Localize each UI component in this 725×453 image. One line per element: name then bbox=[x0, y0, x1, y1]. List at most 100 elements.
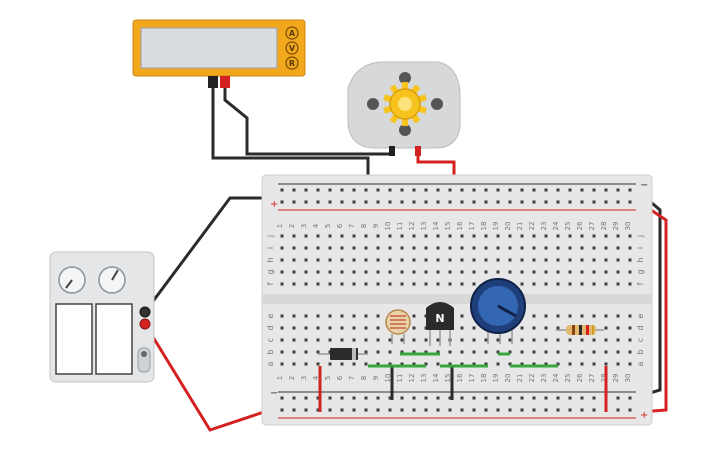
terminal-hole[interactable] bbox=[520, 258, 524, 262]
terminal-hole[interactable] bbox=[532, 246, 536, 250]
terminal-hole[interactable] bbox=[304, 314, 308, 318]
terminal-hole[interactable] bbox=[508, 362, 512, 366]
diode[interactable] bbox=[318, 348, 368, 360]
terminal-hole[interactable] bbox=[340, 234, 344, 238]
rail-hole[interactable] bbox=[376, 396, 380, 400]
terminal-hole[interactable] bbox=[448, 362, 452, 366]
terminal-hole[interactable] bbox=[292, 350, 296, 354]
power-supply[interactable] bbox=[49, 251, 155, 383]
terminal-hole[interactable] bbox=[580, 350, 584, 354]
terminal-hole[interactable] bbox=[604, 338, 608, 342]
terminal-hole[interactable] bbox=[448, 282, 452, 286]
terminal-hole[interactable] bbox=[616, 350, 620, 354]
terminal-hole[interactable] bbox=[388, 258, 392, 262]
terminal-hole[interactable] bbox=[556, 362, 560, 366]
terminal-hole[interactable] bbox=[532, 270, 536, 274]
terminal-hole[interactable] bbox=[436, 270, 440, 274]
terminal-hole[interactable] bbox=[580, 314, 584, 318]
terminal-hole[interactable] bbox=[412, 362, 416, 366]
terminal-hole[interactable] bbox=[412, 258, 416, 262]
terminal-hole[interactable] bbox=[604, 234, 608, 238]
terminal-hole[interactable] bbox=[592, 314, 596, 318]
terminal-hole[interactable] bbox=[556, 314, 560, 318]
terminal-hole[interactable] bbox=[280, 314, 284, 318]
rail-hole[interactable] bbox=[304, 408, 308, 412]
rail-hole[interactable] bbox=[424, 188, 428, 192]
terminal-hole[interactable] bbox=[556, 326, 560, 330]
terminal-hole[interactable] bbox=[568, 282, 572, 286]
terminal-hole[interactable] bbox=[592, 282, 596, 286]
terminal-hole[interactable] bbox=[460, 282, 464, 286]
terminal-hole[interactable] bbox=[472, 350, 476, 354]
terminal-hole[interactable] bbox=[340, 314, 344, 318]
terminal-hole[interactable] bbox=[352, 326, 356, 330]
rail-hole[interactable] bbox=[412, 200, 416, 204]
terminal-hole[interactable] bbox=[604, 270, 608, 274]
terminal-hole[interactable] bbox=[628, 234, 632, 238]
terminal-hole[interactable] bbox=[472, 234, 476, 238]
terminal-hole[interactable] bbox=[568, 350, 572, 354]
terminal-hole[interactable] bbox=[436, 246, 440, 250]
rail-hole[interactable] bbox=[556, 200, 560, 204]
rail-hole[interactable] bbox=[580, 396, 584, 400]
terminal-hole[interactable] bbox=[412, 282, 416, 286]
rail-hole[interactable] bbox=[304, 188, 308, 192]
terminal-hole[interactable] bbox=[568, 362, 572, 366]
rail-hole[interactable] bbox=[304, 396, 308, 400]
rail-hole[interactable] bbox=[328, 188, 332, 192]
rail-hole[interactable] bbox=[364, 200, 368, 204]
terminal-hole[interactable] bbox=[280, 270, 284, 274]
terminal-hole[interactable] bbox=[376, 246, 380, 250]
rail-hole[interactable] bbox=[412, 188, 416, 192]
terminal-hole[interactable] bbox=[448, 350, 452, 354]
terminal-hole[interactable] bbox=[628, 258, 632, 262]
terminal-hole[interactable] bbox=[400, 246, 404, 250]
terminal-hole[interactable] bbox=[316, 246, 320, 250]
terminal-hole[interactable] bbox=[388, 350, 392, 354]
terminal-hole[interactable] bbox=[436, 282, 440, 286]
terminal-hole[interactable] bbox=[412, 270, 416, 274]
rail-hole[interactable] bbox=[340, 396, 344, 400]
terminal-hole[interactable] bbox=[328, 314, 332, 318]
terminal-hole[interactable] bbox=[328, 246, 332, 250]
terminal-hole[interactable] bbox=[508, 338, 512, 342]
rail-hole[interactable] bbox=[496, 408, 500, 412]
terminal-hole[interactable] bbox=[520, 234, 524, 238]
terminal-hole[interactable] bbox=[316, 350, 320, 354]
terminal-hole[interactable] bbox=[580, 246, 584, 250]
terminal-hole[interactable] bbox=[484, 258, 488, 262]
terminal-hole[interactable] bbox=[436, 234, 440, 238]
rail-hole[interactable] bbox=[532, 188, 536, 192]
terminal-hole[interactable] bbox=[484, 350, 488, 354]
rail-hole[interactable] bbox=[436, 188, 440, 192]
terminal-hole[interactable] bbox=[376, 234, 380, 238]
terminal-hole[interactable] bbox=[352, 338, 356, 342]
rail-hole[interactable] bbox=[472, 396, 476, 400]
terminal-hole[interactable] bbox=[508, 234, 512, 238]
rail-hole[interactable] bbox=[544, 188, 548, 192]
rail-hole[interactable] bbox=[460, 396, 464, 400]
terminal-hole[interactable] bbox=[424, 362, 428, 366]
rail-hole[interactable] bbox=[520, 188, 524, 192]
terminal-hole[interactable] bbox=[424, 350, 428, 354]
rail-hole[interactable] bbox=[508, 408, 512, 412]
terminal-hole[interactable] bbox=[400, 258, 404, 262]
terminal-hole[interactable] bbox=[412, 246, 416, 250]
potentiometer[interactable] bbox=[470, 278, 526, 344]
rail-hole[interactable] bbox=[556, 396, 560, 400]
terminal-hole[interactable] bbox=[544, 326, 548, 330]
terminal-hole[interactable] bbox=[544, 270, 548, 274]
terminal-hole[interactable] bbox=[316, 234, 320, 238]
rail-hole[interactable] bbox=[460, 188, 464, 192]
terminal-hole[interactable] bbox=[316, 326, 320, 330]
rail-hole[interactable] bbox=[448, 200, 452, 204]
terminal-hole[interactable] bbox=[604, 258, 608, 262]
rail-hole[interactable] bbox=[556, 188, 560, 192]
rail-hole[interactable] bbox=[436, 396, 440, 400]
terminal-hole[interactable] bbox=[628, 326, 632, 330]
terminal-hole[interactable] bbox=[496, 234, 500, 238]
terminal-hole[interactable] bbox=[376, 350, 380, 354]
terminal-hole[interactable] bbox=[532, 234, 536, 238]
rail-hole[interactable] bbox=[532, 200, 536, 204]
terminal-hole[interactable] bbox=[448, 246, 452, 250]
